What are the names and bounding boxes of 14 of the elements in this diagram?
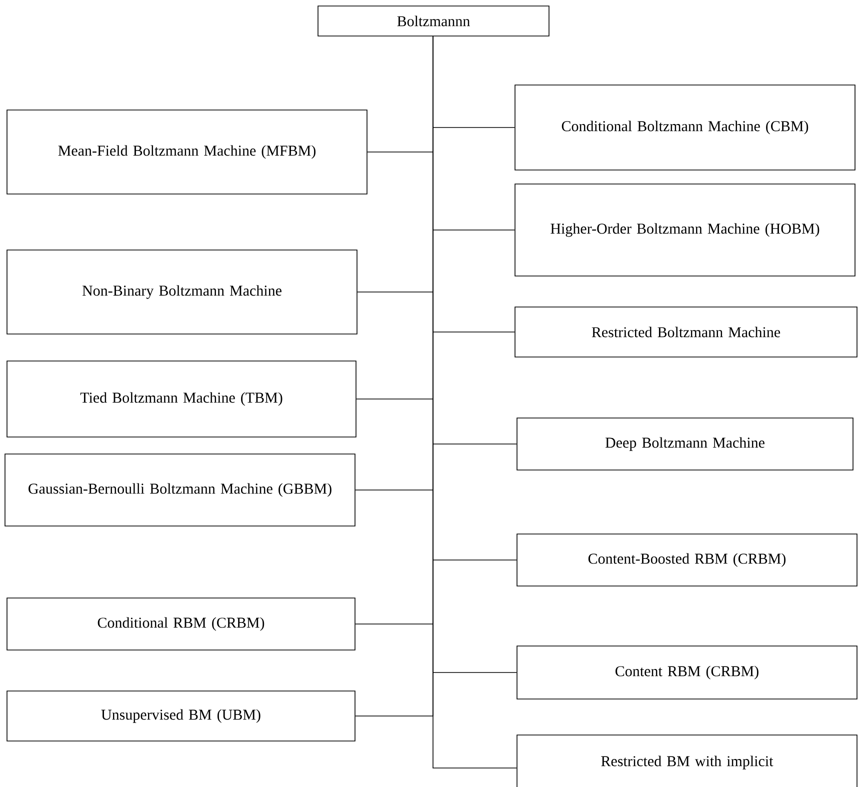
category-box: Restricted Boltzmann Machine [514,306,858,358]
category-box: Conditional Boltzmann Machine (CBM) [514,84,856,170]
category-box: Non-Binary Boltzmann Machine [6,250,358,334]
category-box: Tied Boltzmann Machine (TBM) [6,360,356,438]
category-box: Conditional RBM (CRBM) [6,598,356,650]
root-box: Boltzmannn [318,6,550,36]
category-box: Content RBM (CRBM) [516,646,858,700]
category-box: Deep Boltzmann Machine [516,418,854,470]
category-box: Mean-Field Boltzmann Machine (MFBM) [6,110,368,194]
category-box: Unsupervised BM (UBM) [6,690,356,742]
category-box: Higher-Order Boltzmann Machine (HOBM) [514,184,856,276]
category-box: Content-Boosted RBM (CRBM) [516,534,858,586]
category-box: Gaussian-Bernoulli Boltzmann Machine (GBBM) [4,454,356,526]
category-box: Restricted BM with implicit [516,734,858,787]
